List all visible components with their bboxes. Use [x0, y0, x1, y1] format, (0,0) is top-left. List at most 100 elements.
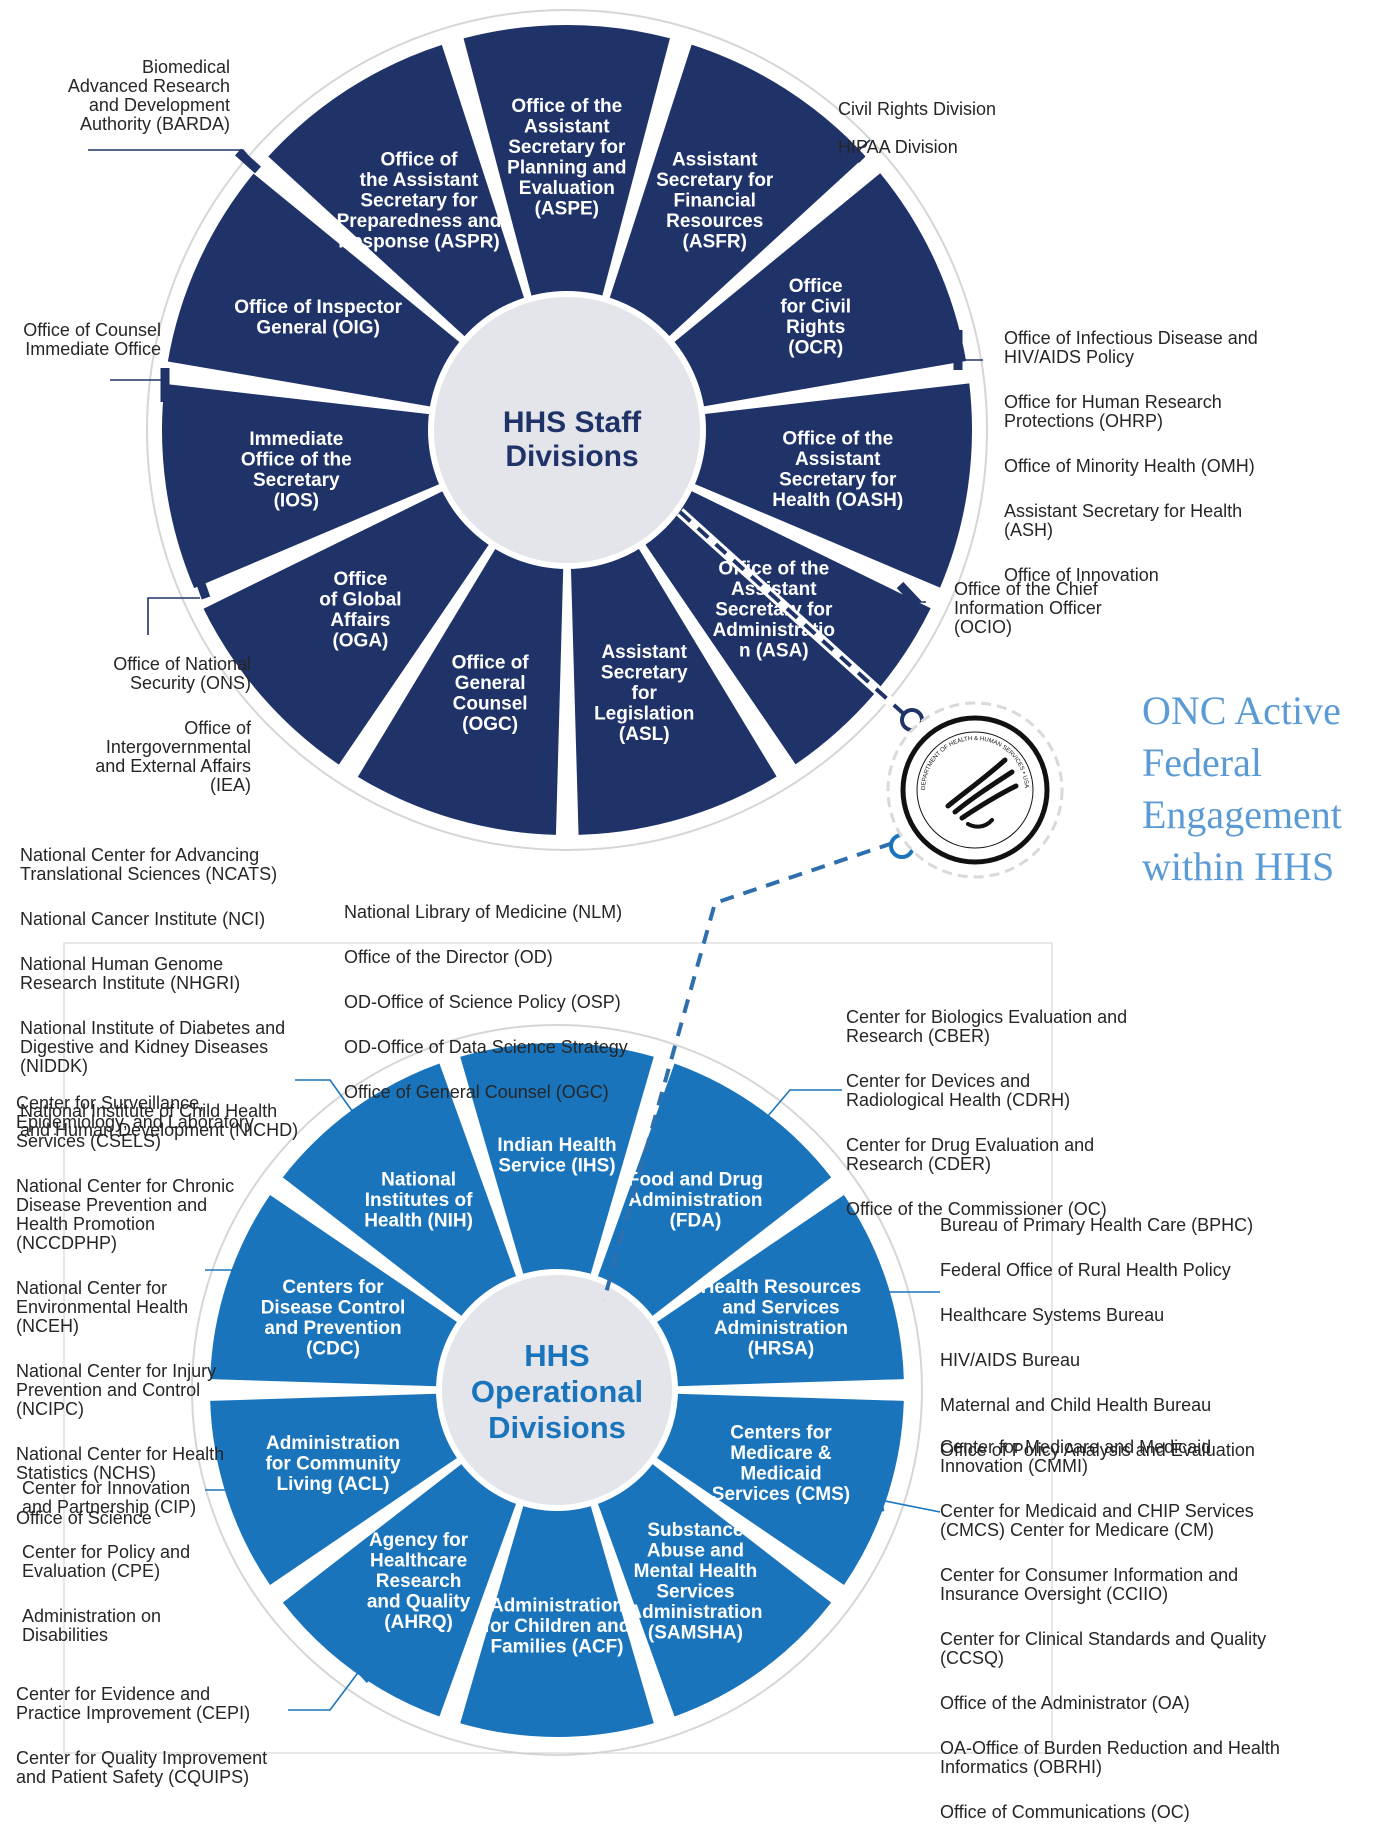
segment-label-line: Affairs — [330, 610, 390, 631]
hrsa-annotations: Bureau of Primary Health Care (BPHC) Fed… — [940, 1197, 1320, 1486]
wheel-segment — [460, 1497, 654, 1737]
operational-leader-lines — [205, 1079, 941, 1711]
center-title-line: Divisions — [488, 1410, 626, 1445]
segment-label-line: Office of the — [782, 429, 893, 450]
segment-label-line: Disease Control — [261, 1298, 406, 1319]
segment-label-line: Secretary for — [656, 170, 774, 191]
segment-label-line: Immediate — [249, 429, 343, 450]
asa-annotation: Office of the Chief Information Officer … — [954, 579, 1102, 637]
segment-label-line: Substance — [647, 1520, 743, 1541]
annotation-item: Center for Devices and Radiological Heal… — [846, 1071, 1071, 1110]
segment-label-line: Office of the — [241, 449, 352, 470]
annotation-item: Center for Evidence and Practice Improve… — [16, 1684, 251, 1723]
segment-label-line: of Global — [319, 590, 401, 611]
annotation-item: Office of the Administrator (OA) — [940, 1693, 1190, 1713]
segment-label-line: Health (NIH) — [364, 1211, 473, 1232]
annotation-item: Assistant Secretary for Health (ASH) — [1004, 501, 1243, 540]
segment-label-line: (OGA) — [332, 631, 388, 652]
segment-label-line: Centers for — [282, 1277, 384, 1298]
segment-label-line: Families (ACF) — [490, 1637, 623, 1658]
segment-label-line: (CDC) — [306, 1339, 360, 1360]
annotation-item: Office of General Counsel (OGC) — [344, 1082, 609, 1102]
seal-inner-ring — [916, 731, 1034, 849]
annotation-item: Office of Minority Health (OMH) — [1004, 456, 1255, 476]
annotation-item: National Human Genome Research Institute… — [20, 954, 241, 993]
segment-label-line: and Quality — [367, 1592, 471, 1613]
segment-label-line: (IOS) — [274, 491, 319, 512]
oash-annotations: Office of Infectious Disease and HIV/AID… — [1004, 310, 1379, 611]
segment-label-line: (OCR) — [788, 338, 843, 359]
segment-label-line: (SAMSHA) — [648, 1622, 743, 1643]
wheel-segment — [210, 1393, 465, 1586]
annotation-item: Center for Innovation and Partnership (C… — [22, 1478, 197, 1517]
annotation-item: National Cancer Institute (NCI) — [20, 909, 266, 929]
annotation-item: Center for Surveillance, Epidemiology, a… — [16, 1093, 254, 1151]
wheel-segment — [570, 541, 777, 835]
segment-label-line: Indian Health — [497, 1135, 616, 1156]
wheel-segment — [649, 1393, 904, 1586]
annotation-item: Center for Quality Improvement and Patie… — [16, 1748, 268, 1787]
segment-label-line: Assistant — [672, 149, 758, 170]
center-title-line: Divisions — [505, 440, 638, 473]
segment-label-line: Evaluation — [519, 178, 615, 199]
segment-label-line: Secretary for — [360, 191, 478, 212]
annotation-item: National Institute of Child Health and H… — [20, 1101, 299, 1140]
segment-label-line: the Assistant — [360, 170, 479, 191]
segment-label-line: for — [632, 683, 658, 704]
segment-label-line: (ASPE) — [535, 198, 599, 219]
ocr-annotations: Civil Rights Division HIPAA Division — [838, 81, 1038, 176]
annotation-item: National Library of Medicine (NLM) — [344, 902, 623, 922]
segment-label-line: Secretary for — [779, 470, 897, 491]
segment-label-line: Office of — [380, 150, 458, 171]
oig-annotation: Office of Counsel Immediate Office — [23, 320, 161, 359]
annotation-item: National Center for Environmental Health… — [16, 1278, 189, 1336]
annotation-item: HIPAA Division — [838, 137, 958, 157]
segment-label-line: Rights — [786, 317, 845, 338]
segment-label-line: Office — [789, 276, 843, 297]
annotation-item: Office of Infectious Disease and HIV/AID… — [1004, 328, 1258, 367]
annotation-item: Office of Communications (OC) — [940, 1802, 1190, 1822]
wheel-segment — [210, 1194, 465, 1387]
staff-connector-ticks — [160, 136, 963, 608]
annotation-item: National Center for Injury Prevention an… — [16, 1361, 217, 1419]
segment-label-line: Assistant — [731, 579, 817, 600]
segment-label-line: Assistant — [601, 642, 687, 663]
onc-title: ONC Active Federal Engagement within HHS — [1142, 688, 1342, 889]
segment-label-line: and Services — [722, 1298, 839, 1319]
annotation-item: Center for Policy and Evaluation (CPE) — [22, 1542, 191, 1581]
ahrq-annotations: Center for Evidence and Practice Improve… — [16, 1666, 316, 1813]
annotation-item: Civil Rights Division — [838, 99, 997, 119]
wheel-segment — [282, 1458, 520, 1717]
cdc-annotations: Center for Surveillance, Epidemiology, a… — [16, 1075, 256, 1554]
annotation-item: National Center for Chronic Disease Prev… — [16, 1176, 235, 1253]
wheel-segment — [667, 173, 967, 408]
segment-label-line: Agency for — [369, 1530, 469, 1551]
wheel-segment — [463, 24, 670, 305]
annotation-item: Office of Policy Analysis and Evaluation — [940, 1440, 1255, 1460]
segment-label-line: (ASL) — [619, 724, 670, 745]
segment-label-line: for Community — [265, 1453, 401, 1474]
wheel-segment — [203, 487, 494, 765]
staff-outer-ring — [146, 9, 988, 851]
segment-label-line: and Prevention — [264, 1318, 401, 1339]
segment-label-line: Response (ASPR) — [338, 232, 500, 253]
seal-ring — [900, 715, 1050, 865]
segment-label-line: Secretary — [253, 470, 340, 491]
segment-label-line: for Civil — [780, 297, 851, 318]
segment-label-line: Abuse and — [647, 1540, 744, 1561]
